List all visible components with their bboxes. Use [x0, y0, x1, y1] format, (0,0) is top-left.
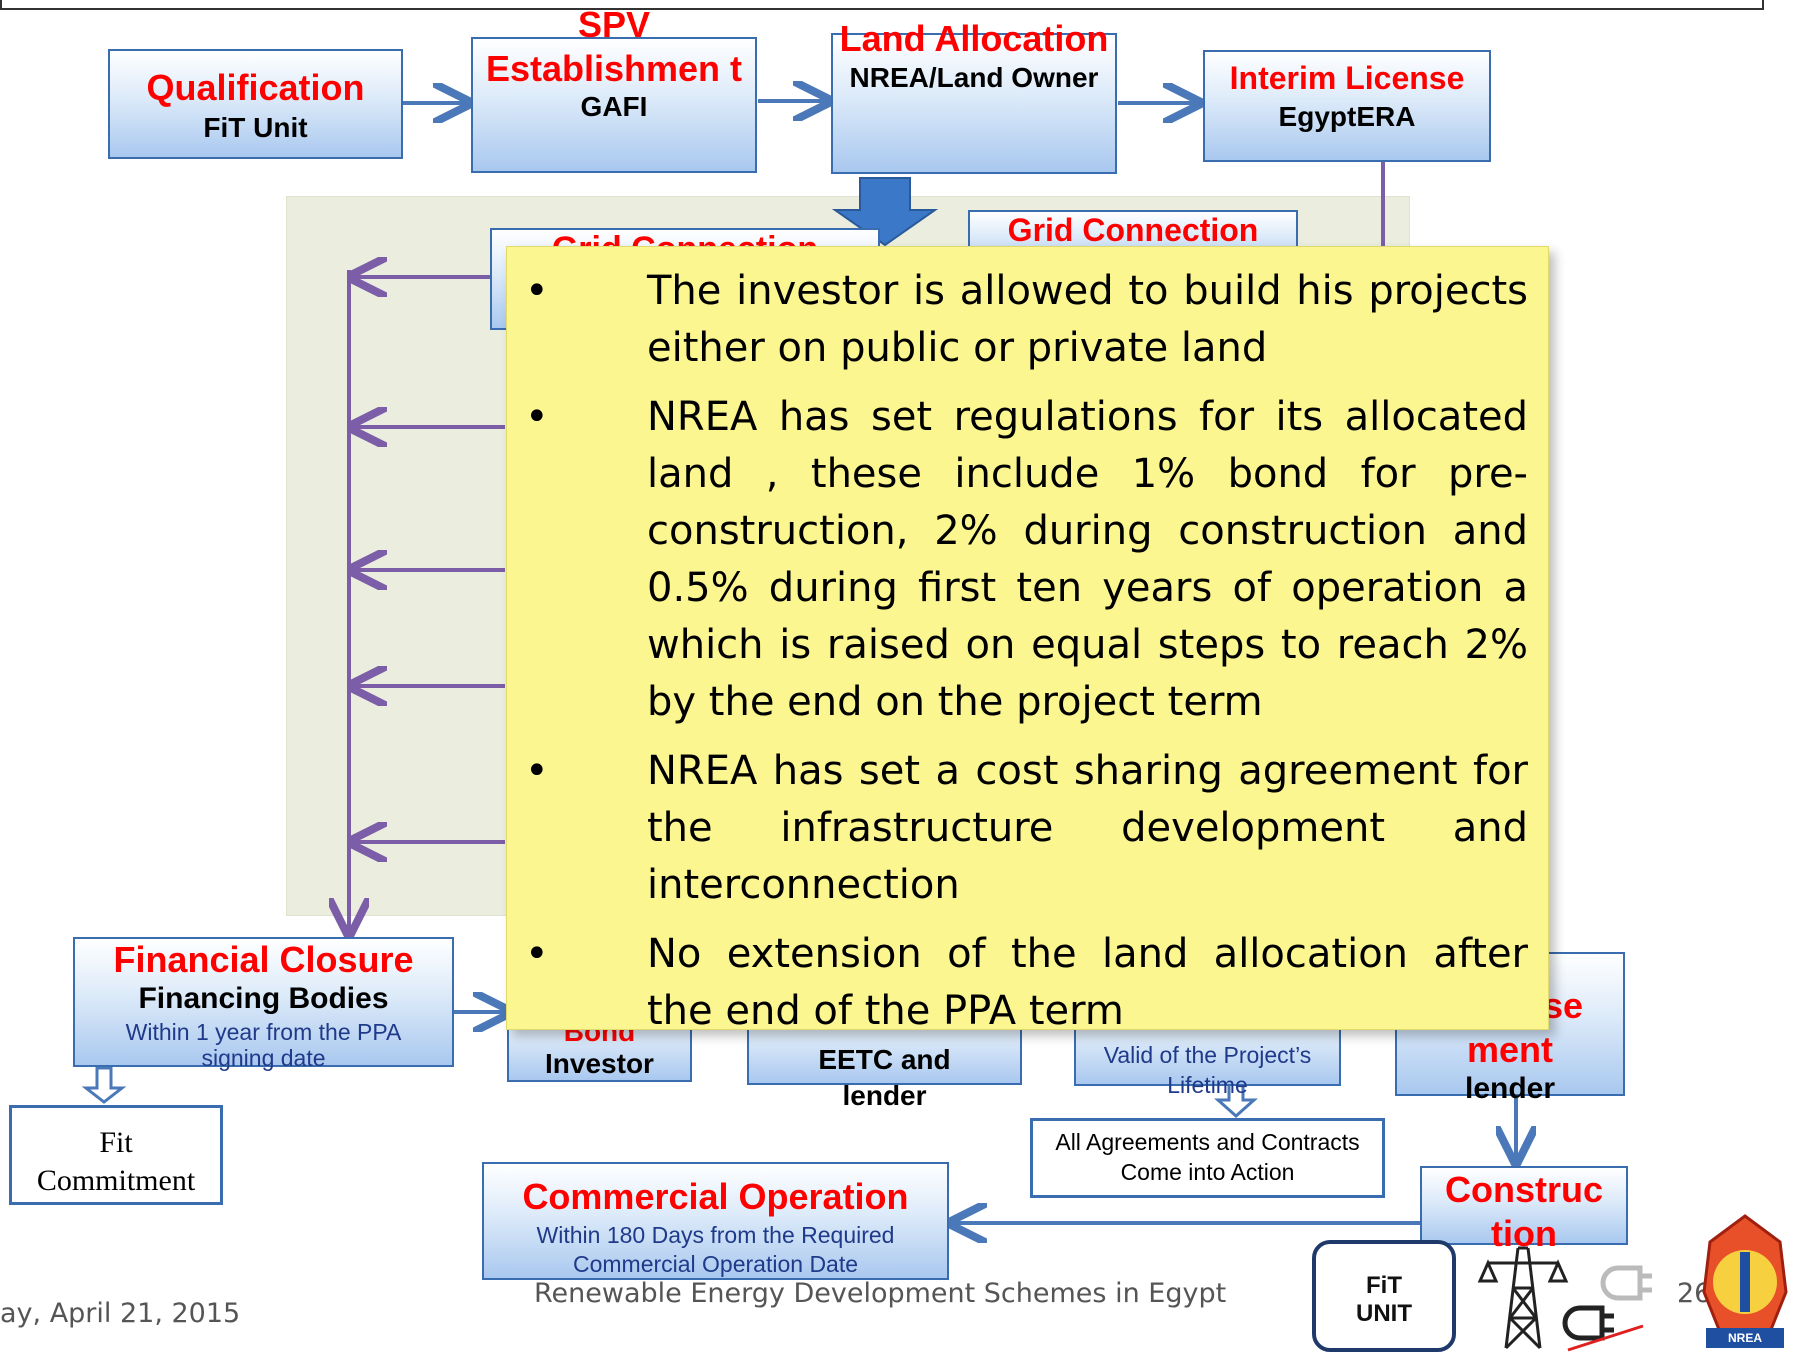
bullet-dot-icon: •: [525, 394, 549, 440]
qualification-sub: FiT Unit: [203, 112, 308, 144]
note-bullet-2: • NREA has set regulations for its alloca…: [507, 389, 1548, 731]
financial-note: Within 1 year from the PPA signing date: [125, 1018, 402, 1072]
fit-commitment-box: Fit Commitment: [9, 1105, 223, 1205]
commercial-note: Within 180 Days from the Required Commer…: [536, 1222, 895, 1278]
bullet-dot-icon: •: [525, 268, 549, 314]
footer-date: ay, April 21, 2015: [0, 1298, 241, 1329]
land-allocation-box: Land Allocation NREA/Land Owner: [831, 18, 1117, 174]
construction-title: Construc tion: [1444, 1169, 1603, 1254]
nrea-logo: NREA: [1700, 1212, 1790, 1352]
commercial-title: Commercial Operation: [522, 1176, 909, 1217]
note-bullet-4-text: No extension of the land allocation afte…: [647, 931, 1528, 1034]
spv-title: SPV Establishmen t: [485, 4, 743, 89]
financial-closure-box: Financial Closure Financing Bodies Withi…: [73, 937, 454, 1071]
license-note: Valid of the Project’s Lifetime: [1103, 1042, 1312, 1098]
qualification-box: Qualification FiT Unit: [108, 49, 403, 159]
top-frame-bar: [0, 0, 1764, 10]
interim-sub: EgyptERA: [1278, 100, 1416, 132]
spv-box: SPV Establishmen t GAFI: [471, 4, 757, 173]
note-bullet-3-text: NREA has set a cost sharing agreement fo…: [647, 748, 1528, 908]
bullet-dot-icon: •: [525, 931, 549, 977]
land-title: Land Allocation: [839, 18, 1109, 59]
bond-sub: Investor: [545, 1048, 654, 1080]
agreements-text: All Agreements and Contracts Come into A…: [1055, 1129, 1360, 1185]
financial-sub: Financing Bodies: [138, 982, 389, 1016]
spv-sub: GAFI: [580, 91, 648, 122]
qualification-title: Qualification: [146, 67, 365, 108]
nrea-logo-text: NREA: [1727, 1331, 1762, 1345]
release-sub: lender: [1464, 1072, 1556, 1105]
note-bullet-1: • The investor is allowed to build his pr…: [507, 263, 1548, 377]
fit-unit-text: FiT UNIT: [1356, 1272, 1412, 1327]
footer-title: Renewable Energy Development Schemes in …: [534, 1278, 1227, 1309]
bullet-dot-icon: •: [525, 748, 549, 794]
power-tower-plug-icon: [1477, 1246, 1652, 1352]
nrea-logo-icon: [1702, 1214, 1788, 1348]
interim-title: Interim License: [1229, 60, 1465, 96]
grid-right-title: Grid Connection: [1007, 212, 1259, 248]
land-regulations-note: • The investor is allowed to build his pr…: [506, 246, 1549, 1034]
commercial-operation-box: Commercial Operation Within 180 Days fro…: [482, 1162, 949, 1280]
fit-unit-badge: FiT UNIT: [1312, 1240, 1456, 1352]
note-bullet-1-text: The investor is allowed to build his pro…: [647, 268, 1528, 371]
financial-title: Financial Closure: [113, 939, 414, 980]
fit-commitment-text: Fit Commitment: [36, 1126, 196, 1197]
construction-box: Construc tion: [1420, 1166, 1628, 1254]
land-sub: NREA/Land Owner: [849, 62, 1099, 93]
agreements-box: All Agreements and Contracts Come into A…: [1030, 1118, 1385, 1198]
interim-license-box: Interim License EgyptERA: [1203, 50, 1491, 162]
eetc-sub: EETC and lender: [818, 1044, 951, 1111]
note-bullet-4: • No extension of the land allocation aft…: [507, 926, 1548, 1040]
note-bullet-3: • NREA has set a cost sharing agreement f…: [507, 743, 1548, 914]
note-bullet-2-text: NREA has set regulations for its allocat…: [647, 394, 1528, 725]
